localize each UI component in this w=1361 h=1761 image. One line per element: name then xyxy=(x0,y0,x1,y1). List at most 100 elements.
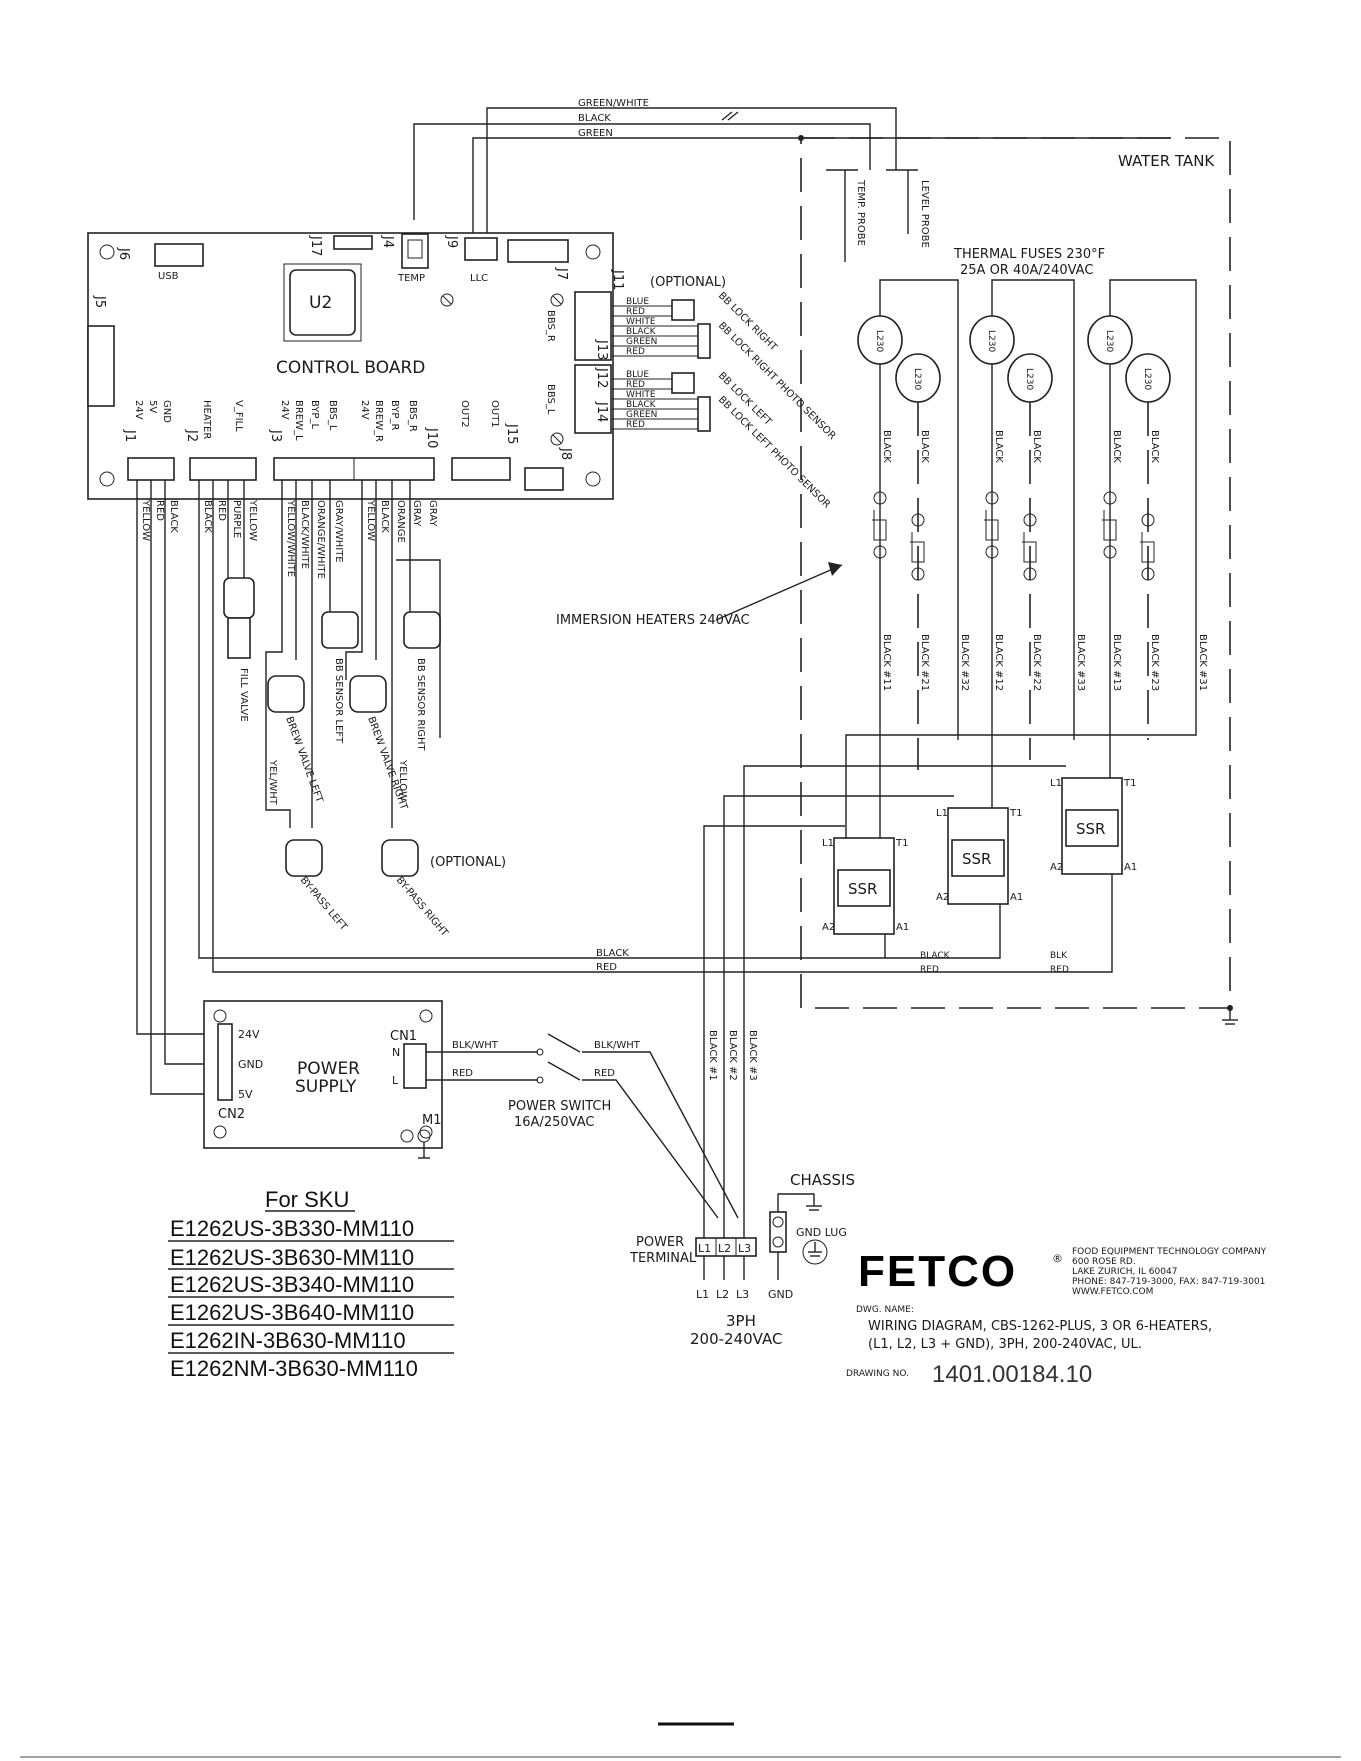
ssr3-pin-l1: L1 xyxy=(1050,778,1062,789)
temp-probe-label: TEMP. PROBE xyxy=(855,179,866,246)
j11-label: J11 xyxy=(610,269,625,290)
fetco-logo: FETCO xyxy=(858,1247,1017,1296)
title-block: FETCO ® FOOD EQUIPMENT TECHNOLOGY COMPAN… xyxy=(846,1247,1267,1388)
heater-wire-23: BLACK #23 xyxy=(1149,634,1160,691)
bb-wire-blue-1: BLUE xyxy=(626,297,649,307)
wire-black-white: BLACK/WHITE xyxy=(299,500,310,569)
bb-lock-wiring: (OPTIONAL) BLUE RED WHITE BLACK GREEN RE… xyxy=(611,275,838,511)
wire-red-j2: RED xyxy=(216,500,227,521)
feed-l2: L2 xyxy=(716,1288,729,1301)
power-supply-label-2: SUPPLY xyxy=(295,1077,357,1097)
fuse-wire-black-3: BLACK xyxy=(993,430,1004,463)
bb-wire-white-1: WHITE xyxy=(626,317,656,327)
immersion-heaters-label: IMMERSION HEATERS 240VAC xyxy=(556,613,750,628)
ssr3-pin-t1: T1 xyxy=(1123,778,1136,789)
wire-purple: PURPLE xyxy=(231,500,242,538)
j3-pin-byp-r: BYP_R xyxy=(389,400,400,430)
bypass-right-label: BY-PASS RIGHT xyxy=(394,875,451,940)
gnd-feed-label: GND xyxy=(768,1288,793,1301)
company-name: FOOD EQUIPMENT TECHNOLOGY COMPANY xyxy=(1072,1247,1267,1257)
control-board: U2 CONTROL BOARD USB J6 J17 TEMP J4 LLC … xyxy=(87,232,625,500)
j12-label: J12 xyxy=(594,367,609,388)
ssr1-label: SSR xyxy=(848,880,877,898)
optional-label-top: (OPTIONAL) xyxy=(650,275,726,290)
tank-ground-icon xyxy=(1222,1005,1238,1025)
heater-wire-31: BLACK #31 xyxy=(1197,634,1208,691)
fuse-wire-black-5: BLACK xyxy=(1111,430,1122,463)
ssr1-pin-t1: T1 xyxy=(895,838,908,849)
bb-sensor-right-label: BB SENSOR RIGHT xyxy=(415,658,426,752)
bb-wire-red-1: RED xyxy=(626,307,645,317)
bb-wire-red-4: RED xyxy=(626,420,645,430)
heater-wire-32: BLACK #32 xyxy=(959,634,970,691)
heaters: IMMERSION HEATERS 240VAC L230 L230 L230 … xyxy=(556,279,1208,920)
chassis-label: CHASSIS xyxy=(790,1171,855,1189)
wire-orange-white: ORANGE/WHITE xyxy=(315,500,326,579)
j3-pin-24v-l: 24V xyxy=(279,400,290,420)
j14-label: J14 xyxy=(594,401,609,422)
j1-label: J1 xyxy=(122,429,137,442)
ssr-red-label-2: RED xyxy=(920,965,939,975)
ssr3-pin-a1: A1 xyxy=(1124,862,1137,873)
company-address-1: 600 ROSE RD. xyxy=(1072,1257,1136,1267)
ssr2-pin-t1: T1 xyxy=(1009,808,1022,819)
chassis-ground: CHASSIS GND LUG GND xyxy=(768,1171,855,1301)
ssr2-pin-a1: A1 xyxy=(1010,892,1023,903)
ssr2-pin-l1: L1 xyxy=(936,808,948,819)
j3-pin-byp-l: BYP_L xyxy=(309,400,320,429)
phase-wire-3: BLACK #3 xyxy=(747,1030,758,1081)
bbs-l-label: BBS_L xyxy=(545,384,556,415)
dwg-name-label: DWG. NAME: xyxy=(856,1305,914,1315)
bb-wire-white-2: WHITE xyxy=(626,390,656,400)
heater-wire-21: BLACK #21 xyxy=(919,634,930,691)
fuse-wire-black-6: BLACK xyxy=(1149,430,1160,463)
j7-label: J7 xyxy=(554,267,569,280)
j1-pin-gnd: GND xyxy=(161,400,172,423)
j2-label: J2 xyxy=(184,429,199,442)
yellow-label: YELLOW xyxy=(397,759,408,801)
terminal-l1: L1 xyxy=(698,1242,711,1255)
power-switch-label-2: 16A/250VAC xyxy=(514,1115,594,1130)
wire-label-black: BLACK xyxy=(578,113,611,124)
power-terminal-label-2: TERMINAL xyxy=(629,1251,697,1266)
temp-connector-label: TEMP xyxy=(397,273,425,284)
cn2-label: CN2 xyxy=(218,1107,245,1122)
u2-label: U2 xyxy=(309,293,332,313)
dwg-name-line-2: (L1, L2, L3 + GND), 3PH, 200-240VAC, UL. xyxy=(868,1337,1142,1352)
wire-yellow-white: YELLOW/WHITE xyxy=(285,499,296,577)
ps-5v-label: 5V xyxy=(238,1088,253,1101)
ssr1-pin-l1: L1 xyxy=(822,838,834,849)
red-label-2: RED xyxy=(594,1068,615,1079)
j3-pin-24v-r: 24V xyxy=(359,400,370,420)
cn1-l-label: L xyxy=(392,1074,399,1087)
feed-l3: L3 xyxy=(736,1288,749,1301)
fuse-wire-black-2: BLACK xyxy=(919,430,930,463)
ssr1-pin-a2: A2 xyxy=(822,922,835,933)
ssr-blk-label: BLK xyxy=(1050,951,1068,961)
j5-label: J5 xyxy=(92,295,107,308)
company-phone: PHONE: 847-719-3000, FAX: 847-719-3001 xyxy=(1072,1277,1265,1287)
fill-valve-label: FILL VALVE xyxy=(238,668,249,722)
wire-yellow-j1: YELLOW xyxy=(140,499,151,541)
control-board-label: CONTROL BOARD xyxy=(276,358,425,378)
wire-label-green: GREEN xyxy=(578,128,613,139)
brew-valve-left-label: BREW VALVE LEFT xyxy=(283,715,325,805)
phase-wire-2: BLACK #2 xyxy=(727,1030,738,1081)
sku-table: For SKU E1262US-3B330-MM110 E1262US-3B63… xyxy=(168,1187,454,1381)
j6-label: J6 xyxy=(116,247,131,260)
j10-label: J10 xyxy=(424,427,439,448)
heater-wire-11: BLACK #11 xyxy=(881,634,892,691)
m1-label: M1 xyxy=(422,1113,442,1128)
bb-wire-green-2: GREEN xyxy=(626,410,657,420)
ssr-black-label: BLACK xyxy=(596,948,629,959)
ps-24v-label: 24V xyxy=(238,1028,260,1041)
sku-title: For SKU xyxy=(265,1187,349,1212)
optional-label-bottom: (OPTIONAL) xyxy=(430,855,506,870)
j13-label: J13 xyxy=(594,339,609,360)
sku-4: E1262US-3B640-MM110 xyxy=(170,1300,414,1325)
voltage-label: 200-240VAC xyxy=(690,1330,782,1348)
j3-label: J3 xyxy=(268,429,283,442)
bb-wire-black-2: BLACK xyxy=(626,400,657,410)
bb-wire-blue-2: BLUE xyxy=(626,370,649,380)
